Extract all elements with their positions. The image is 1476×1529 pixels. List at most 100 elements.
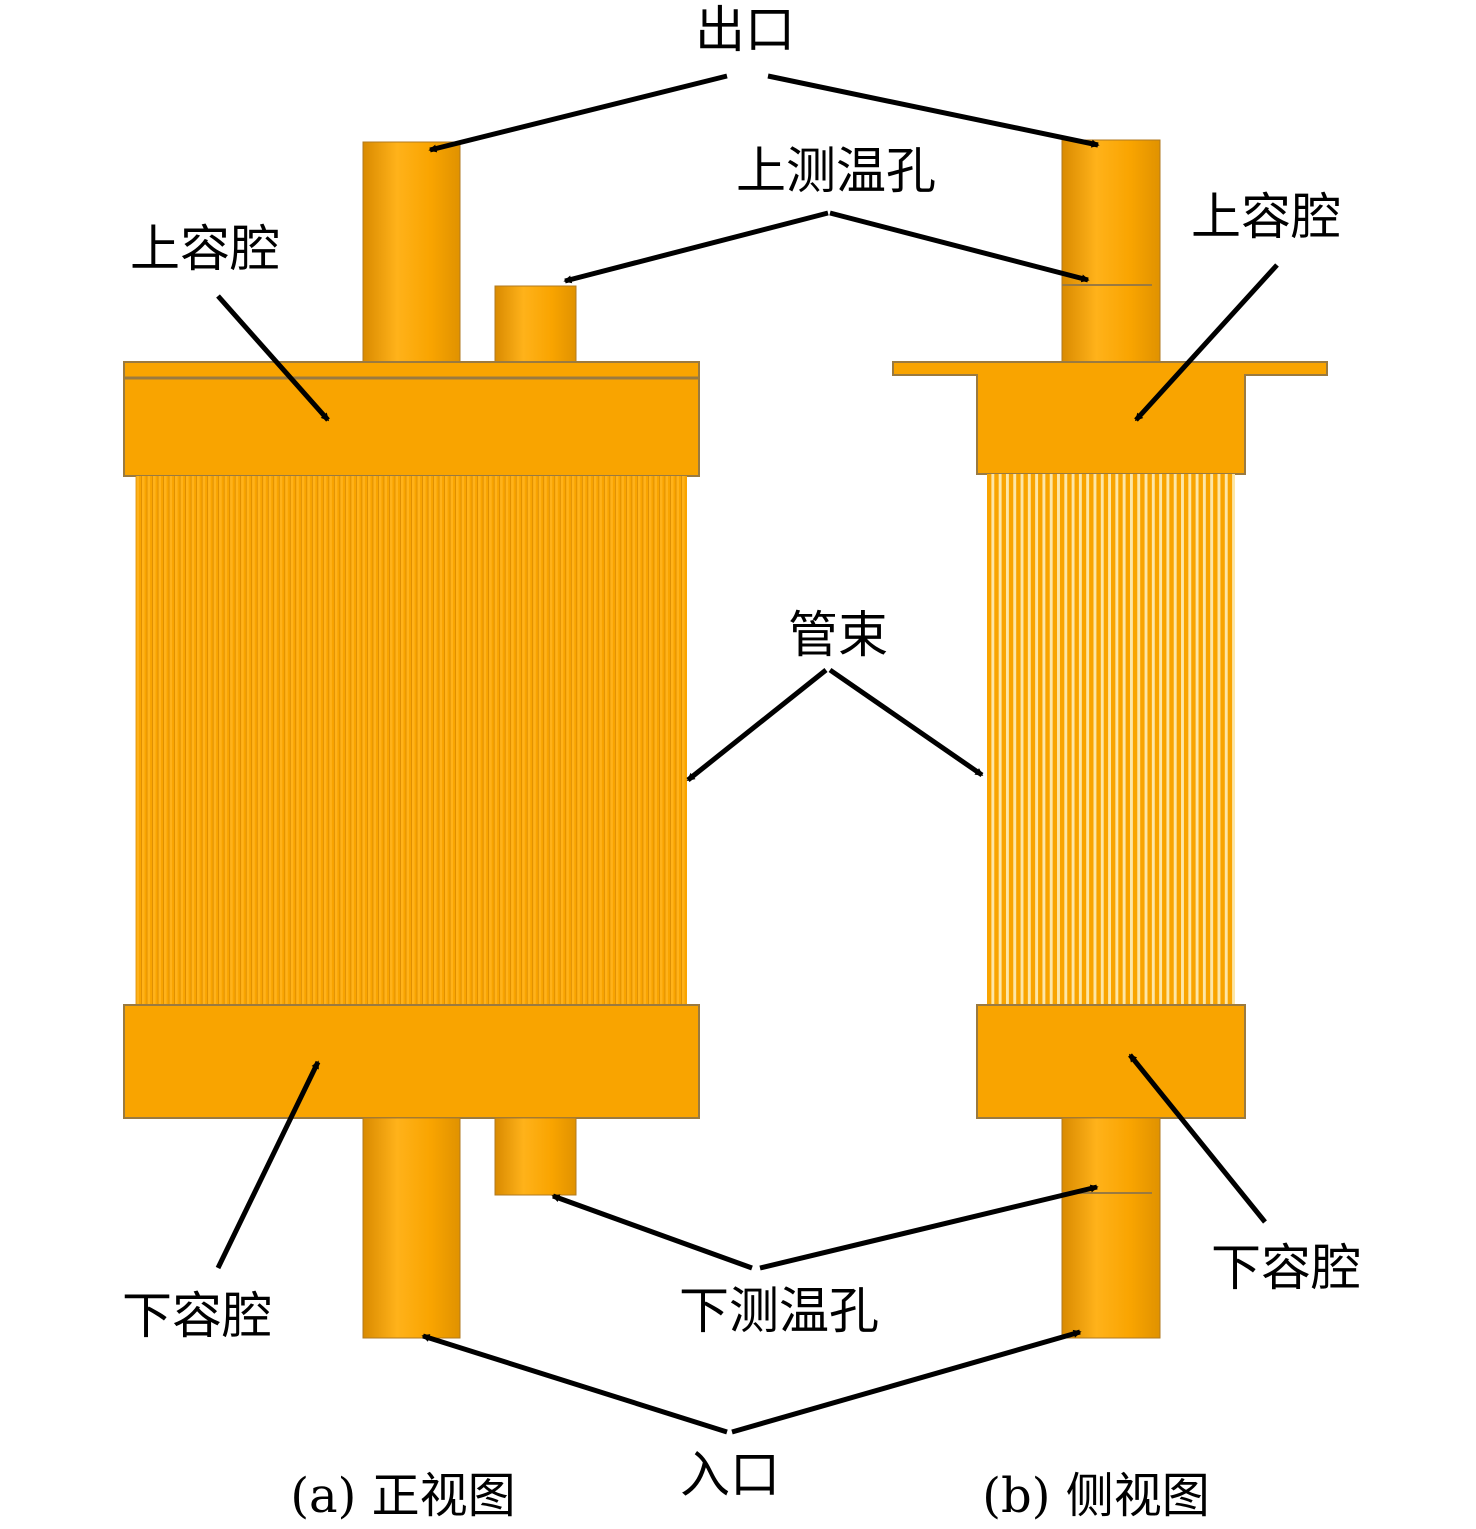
- side-tube: [1038, 474, 1043, 1005]
- front-tube: [246, 476, 250, 1005]
- side-tube: [1118, 474, 1123, 1005]
- front-tube: [361, 476, 365, 1005]
- front-outlet-pipe: [362, 141, 461, 365]
- front-tube: [152, 476, 156, 1005]
- front-tube: [604, 476, 608, 1005]
- front-tube: [653, 476, 657, 1005]
- side-upper-chamber: [892, 361, 1328, 475]
- label-inlet: 入口: [680, 1446, 780, 1504]
- front-tube: [367, 476, 371, 1005]
- arrows: [215, 73, 1279, 1435]
- front-tube: [400, 476, 404, 1005]
- front-tube: [609, 476, 613, 1005]
- side-tube: [1030, 474, 1036, 1005]
- side-tube: [1081, 474, 1087, 1005]
- side-tube: [1132, 474, 1138, 1005]
- arrow-lower-thermo-side: [759, 1184, 1099, 1271]
- front-tube: [648, 476, 652, 1005]
- front-tube: [218, 476, 222, 1005]
- front-tube: [620, 476, 624, 1005]
- front-tube: [262, 476, 266, 1005]
- front-tube: [158, 476, 162, 1005]
- front-tube: [279, 476, 283, 1005]
- side-tube: [994, 474, 999, 1005]
- front-tube: [428, 476, 432, 1005]
- front-tube: [598, 476, 602, 1005]
- front-tube: [664, 476, 668, 1005]
- side-tube: [1227, 474, 1233, 1005]
- side-tube: [1147, 474, 1152, 1005]
- arrow-lower-chamber-front: [215, 1060, 321, 1270]
- front-lower-chamber: [123, 1004, 700, 1119]
- front-tube: [510, 476, 514, 1005]
- side-tube: [1220, 474, 1225, 1005]
- front-tube: [681, 476, 685, 1005]
- side-tube: [1096, 474, 1101, 1005]
- side-tube: [1008, 474, 1014, 1005]
- arrow-upper-chamber-front: [216, 294, 330, 422]
- side-tube: [1111, 474, 1116, 1005]
- side-inlet-pipe: [1061, 1117, 1161, 1339]
- front-tube: [268, 476, 272, 1005]
- front-tube: [466, 476, 470, 1005]
- front-tube: [593, 476, 597, 1005]
- front-lower-thermo-pipe: [494, 1117, 577, 1196]
- front-tube: [642, 476, 646, 1005]
- front-tube: [670, 476, 674, 1005]
- side-tube: [1154, 474, 1160, 1005]
- label-lower-thermo-hole: 下测温孔: [679, 1282, 879, 1340]
- front-tube: [394, 476, 398, 1005]
- side-tube: [1169, 474, 1174, 1005]
- front-tube: [169, 476, 173, 1005]
- front-tube: [290, 476, 294, 1005]
- front-tube: [202, 476, 206, 1005]
- side-tube: [987, 474, 992, 1005]
- side-tube: [1205, 474, 1211, 1005]
- front-tube: [185, 476, 189, 1005]
- arrow-upper-thermo-front: [563, 210, 829, 284]
- side-tube: [1213, 474, 1218, 1005]
- front-tube: [433, 476, 437, 1005]
- front-tube: [488, 476, 492, 1005]
- front-tube: [455, 476, 459, 1005]
- side-view: [892, 139, 1328, 1339]
- front-tube: [571, 476, 575, 1005]
- front-view: [123, 141, 700, 1339]
- front-tube: [350, 476, 354, 1005]
- side-tube: [1067, 474, 1072, 1005]
- side-tube: [1176, 474, 1182, 1005]
- caption-front-view: (a) 正视图: [290, 1468, 515, 1524]
- side-tube: [1140, 474, 1145, 1005]
- side-tube: [1103, 474, 1109, 1005]
- front-tube: [417, 476, 421, 1005]
- side-lower-chamber: [976, 1004, 1246, 1119]
- front-tube: [257, 476, 261, 1005]
- labels: 出口 上测温孔 上容腔 上容腔 管束 下容腔 下容腔 下测温孔 入口 (a) 正…: [122, 1, 1361, 1524]
- front-tube: [521, 476, 525, 1005]
- front-tube: [444, 476, 448, 1005]
- front-upper-chamber: [123, 361, 700, 477]
- label-tube-bundle: 管束: [788, 606, 888, 664]
- arrow-inlet-front: [421, 1333, 728, 1435]
- front-tube: [659, 476, 663, 1005]
- front-tube: [411, 476, 415, 1005]
- front-tube: [334, 476, 338, 1005]
- side-tube: [1183, 474, 1189, 1005]
- front-tube: [174, 476, 178, 1005]
- front-tube: [543, 476, 547, 1005]
- front-tube: [273, 476, 277, 1005]
- arrow-inlet-side: [731, 1329, 1082, 1435]
- front-tube: [576, 476, 580, 1005]
- front-tube: [439, 476, 443, 1005]
- front-tube: [675, 476, 680, 1005]
- front-tube: [251, 476, 255, 1005]
- front-tube: [505, 476, 509, 1005]
- front-tube: [372, 476, 376, 1005]
- front-tube: [389, 476, 393, 1005]
- front-inlet-pipe: [362, 1117, 461, 1339]
- front-tube: [516, 476, 520, 1005]
- label-upper-thermo-hole: 上测温孔: [736, 142, 936, 200]
- front-tube: [229, 476, 233, 1005]
